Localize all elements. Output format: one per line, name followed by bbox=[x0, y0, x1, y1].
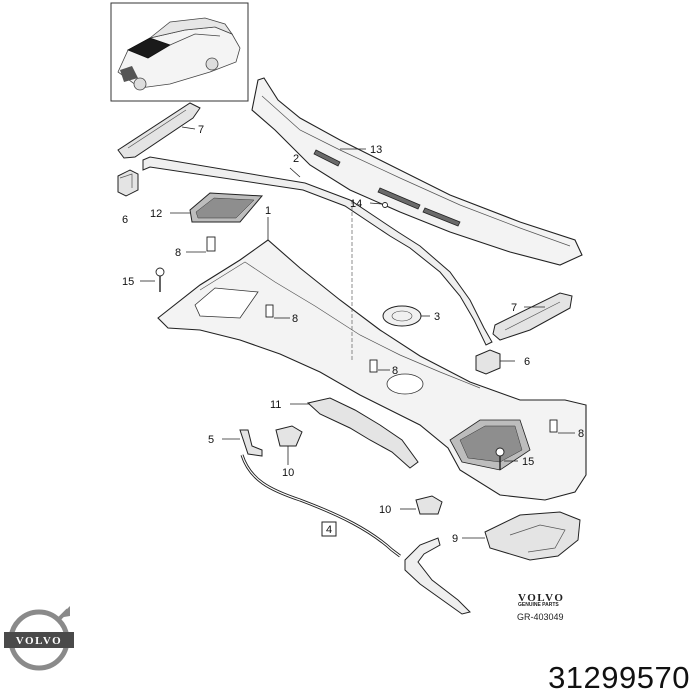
label-8b: 8 bbox=[292, 313, 298, 325]
volvo-logo: VOLVO bbox=[4, 606, 74, 671]
label-6b: 6 bbox=[524, 356, 530, 368]
callout-labels: 7 13 2 6 14 12 1 8 15 8 3 7 6 8 11 5 10 … bbox=[122, 124, 584, 545]
logo-wordmark: VOLVO bbox=[16, 635, 62, 647]
seal-strip-lower bbox=[404, 537, 471, 615]
part-10-clip-upper bbox=[275, 425, 303, 465]
label-13: 13 bbox=[370, 144, 382, 156]
brand-subtitle: GENUINE PARTS bbox=[518, 602, 559, 608]
part-2-seal-strip bbox=[142, 156, 493, 346]
label-8c: 8 bbox=[392, 365, 398, 377]
label-10b: 10 bbox=[379, 504, 391, 516]
label-14: 14 bbox=[350, 198, 362, 210]
label-12: 12 bbox=[150, 208, 162, 220]
part-12-grille bbox=[170, 192, 264, 223]
label-8a: 8 bbox=[175, 247, 181, 259]
label-1: 1 bbox=[265, 205, 271, 217]
part-6-clip-left bbox=[117, 169, 139, 197]
car-thumbnail bbox=[110, 2, 249, 102]
part-number: 31299570 bbox=[548, 660, 690, 695]
label-10a: 10 bbox=[282, 467, 294, 479]
label-11: 11 bbox=[270, 399, 281, 411]
part-4-cable bbox=[240, 454, 401, 558]
fasteners bbox=[140, 236, 575, 470]
label-9: 9 bbox=[452, 533, 458, 545]
brand-wordmark: VOLVO bbox=[518, 592, 565, 604]
label-8d: 8 bbox=[578, 428, 584, 440]
part-14-pin bbox=[369, 202, 388, 208]
reference-code: GR-403049 bbox=[517, 612, 564, 622]
part-13-cowl-panel bbox=[251, 77, 583, 266]
part-6-clip-right bbox=[475, 349, 515, 375]
label-7b: 7 bbox=[511, 302, 517, 314]
part-7-bracket-left bbox=[117, 102, 201, 159]
label-6a: 6 bbox=[122, 214, 128, 226]
part-9-gutter bbox=[462, 511, 581, 561]
part-11-bracket bbox=[290, 397, 419, 469]
label-3: 3 bbox=[434, 311, 440, 323]
label-15b: 15 bbox=[522, 456, 534, 468]
label-7a: 7 bbox=[198, 124, 204, 136]
label-4: 4 bbox=[326, 524, 332, 536]
label-15a: 15 bbox=[122, 276, 134, 288]
label-5: 5 bbox=[208, 434, 214, 446]
part-5-hook bbox=[222, 429, 263, 457]
part-7-bracket-right bbox=[492, 292, 573, 341]
part-10-clip-lower bbox=[400, 495, 443, 515]
label-2: 2 bbox=[293, 153, 299, 165]
part-3-disc bbox=[382, 305, 430, 327]
